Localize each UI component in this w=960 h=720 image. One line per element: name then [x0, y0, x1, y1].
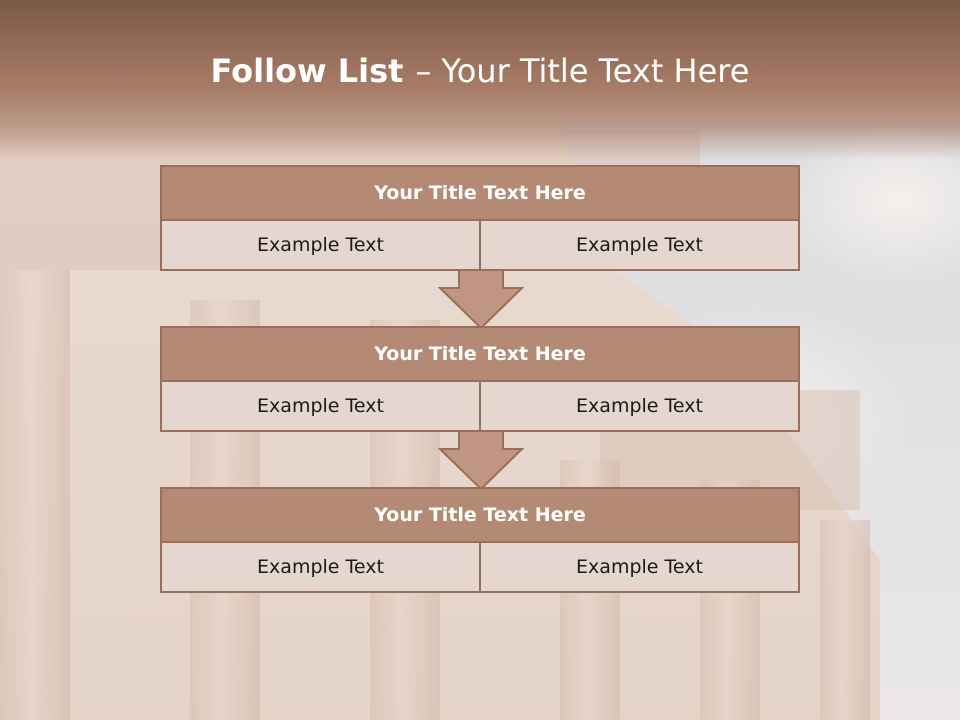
- column: [0, 270, 70, 720]
- block-row: Example Text Example Text: [160, 543, 800, 593]
- list-block-3: Your Title Text Here Example Text Exampl…: [160, 487, 800, 593]
- block-cell[interactable]: Example Text: [257, 234, 384, 256]
- title-text: Your Title Text Here: [441, 52, 750, 90]
- block-cell[interactable]: Example Text: [479, 543, 798, 591]
- block-cell[interactable]: Example Text: [479, 382, 798, 430]
- block-row: Example Text Example Text: [160, 382, 800, 432]
- block-title[interactable]: Your Title Text Here: [160, 326, 800, 382]
- block-cell[interactable]: Example Text: [257, 556, 384, 578]
- down-arrow-icon: [438, 431, 524, 491]
- block-cell[interactable]: Example Text: [257, 395, 384, 417]
- down-arrow-icon: [438, 270, 524, 330]
- column: [820, 520, 870, 720]
- block-cell[interactable]: Example Text: [479, 221, 798, 269]
- block-title[interactable]: Your Title Text Here: [160, 487, 800, 543]
- title-bar: [0, 0, 960, 160]
- page-title: Follow List–Your Title Text Here: [0, 52, 960, 90]
- list-block-2: Your Title Text Here Example Text Exampl…: [160, 326, 800, 432]
- block-title[interactable]: Your Title Text Here: [160, 165, 800, 221]
- title-bold-text: Follow List: [210, 52, 404, 90]
- list-block-1: Your Title Text Here Example Text Exampl…: [160, 165, 800, 271]
- title-separator: –: [415, 52, 432, 90]
- block-row: Example Text Example Text: [160, 221, 800, 271]
